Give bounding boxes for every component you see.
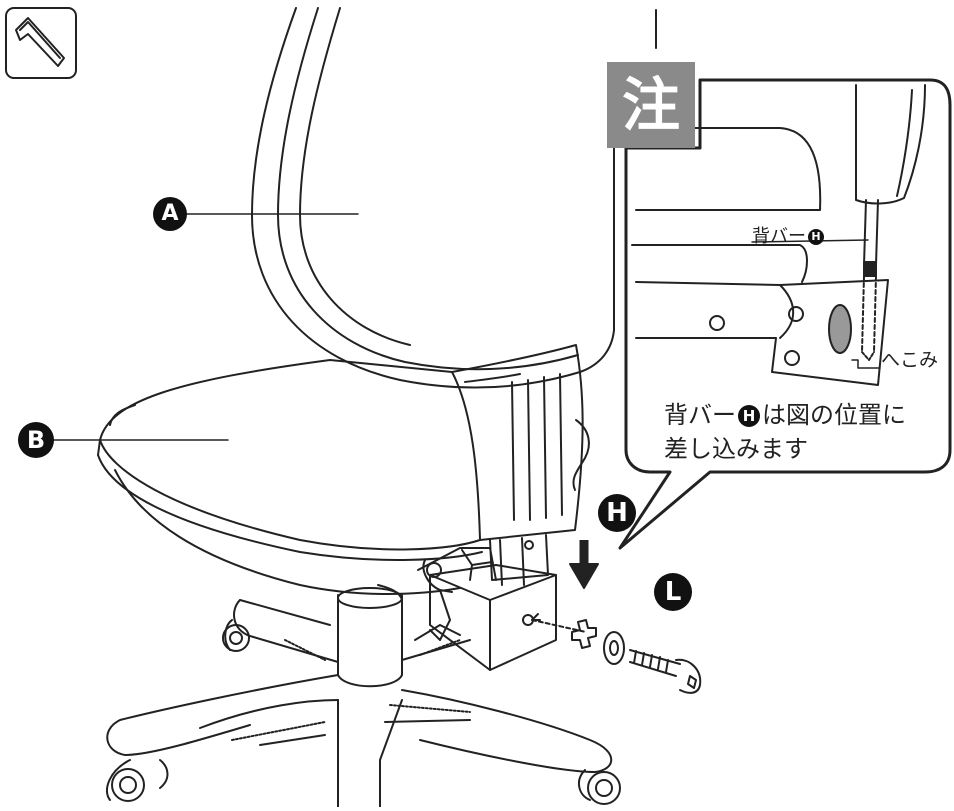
- backrest: [251, 7, 657, 389]
- seat: [97, 359, 590, 595]
- mechanism: [417, 540, 557, 671]
- note-line-1-pre: 背バー: [664, 401, 736, 429]
- chair-base: [105, 599, 621, 808]
- callout-detail: [629, 84, 926, 386]
- note-callout: [618, 78, 952, 550]
- backbar-h-badge: H: [808, 229, 824, 245]
- note-line-1-post: は図の位置に: [762, 401, 906, 429]
- label-l-badge: L: [654, 573, 692, 611]
- label-a-badge: A: [153, 197, 187, 231]
- bolt-assembly: [531, 613, 702, 694]
- label-b-badge: B: [18, 422, 54, 458]
- label-h-badge: H: [598, 494, 636, 532]
- note-mark: 注: [607, 62, 695, 148]
- back-bar: [451, 344, 584, 586]
- gas-cylinder: [337, 584, 403, 688]
- note-h-badge: H: [738, 405, 760, 427]
- backbar-label-text: 背バー: [752, 226, 806, 247]
- hex-key-icon: [5, 7, 77, 79]
- note-line-2: 差し込みます: [664, 435, 808, 463]
- down-arrow: [569, 540, 599, 589]
- dent-label: へこみ: [881, 349, 939, 371]
